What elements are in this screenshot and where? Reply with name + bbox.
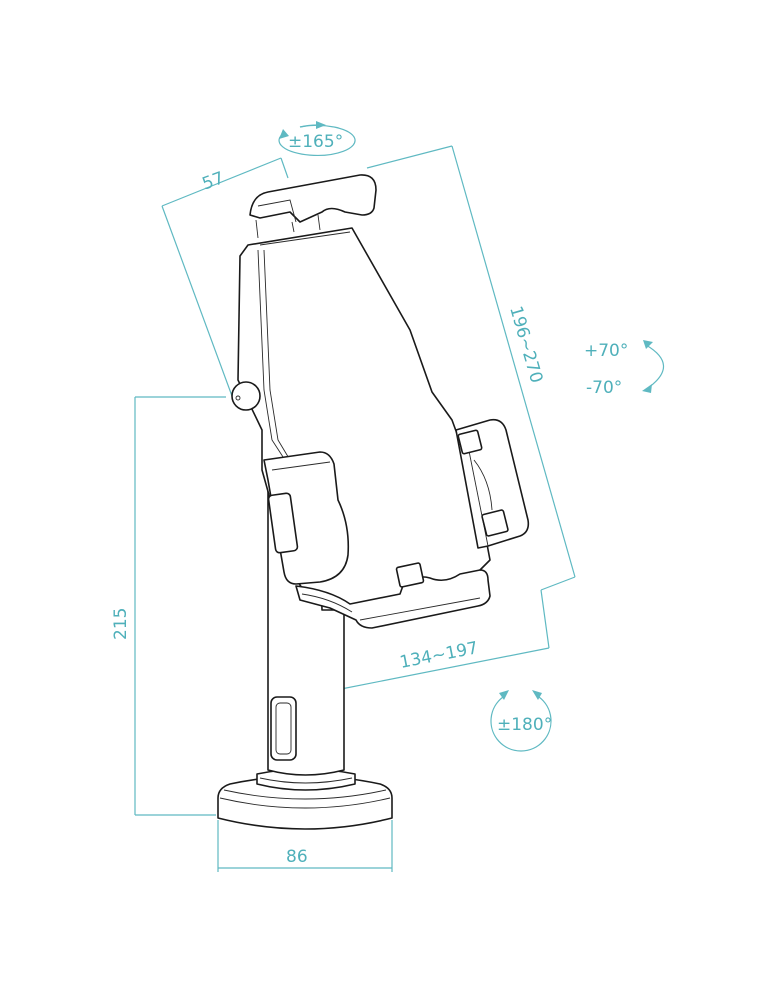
swivel-rotation-indicator (278, 121, 356, 156)
top-clamp-jaw (249, 174, 377, 239)
swivel-ellipse-arc (278, 124, 356, 156)
label-clamp-depth: 57 (200, 168, 227, 194)
base-rotation-indicator (490, 690, 552, 752)
label-clamp-width: 134~197 (398, 638, 480, 673)
dim-height-ext-bottom (540, 576, 576, 591)
dim-57-line (161, 157, 282, 207)
label-clamp-height: 196~270 (505, 304, 546, 386)
dim-width-ext-right (540, 589, 550, 649)
label-base-diameter: 86 (286, 847, 308, 867)
dim-57-ext-right (280, 157, 289, 179)
tilt-down-arrow-icon (642, 384, 652, 393)
tablet-stand (217, 174, 530, 830)
dim-height-ext-top (366, 145, 453, 169)
bottom-clamp-jaw (295, 562, 491, 629)
label-tilt-up: +70° (584, 341, 628, 361)
label-swivel: ±165° (288, 132, 343, 152)
label-tilt-down: -70° (586, 378, 622, 398)
tilt-up-arrow-icon (643, 340, 653, 349)
dimension-lines (134, 145, 576, 872)
base-rotation-arc (490, 696, 552, 752)
round-base (217, 768, 393, 830)
swivel-arrow-icon-2 (279, 129, 289, 139)
dim-57-ext-left (161, 205, 233, 397)
base-rotation-arrow-right-icon (532, 690, 542, 700)
left-jaw-button (267, 492, 299, 554)
right-clamp-jaw (455, 418, 530, 549)
left-clamp-jaw (263, 451, 350, 585)
dim-width-line (335, 647, 550, 691)
label-base-rotation: ±180° (497, 715, 552, 735)
base-rotation-arrow-left-icon (499, 690, 509, 700)
swivel-arrow-icon (316, 121, 326, 129)
tilt-rotation-indicator (642, 340, 665, 393)
column-slot (270, 696, 297, 761)
ball-joint (231, 381, 261, 411)
dim-height-line (451, 145, 576, 578)
label-total-height: 215 (111, 608, 131, 640)
tilt-arc (645, 344, 665, 389)
